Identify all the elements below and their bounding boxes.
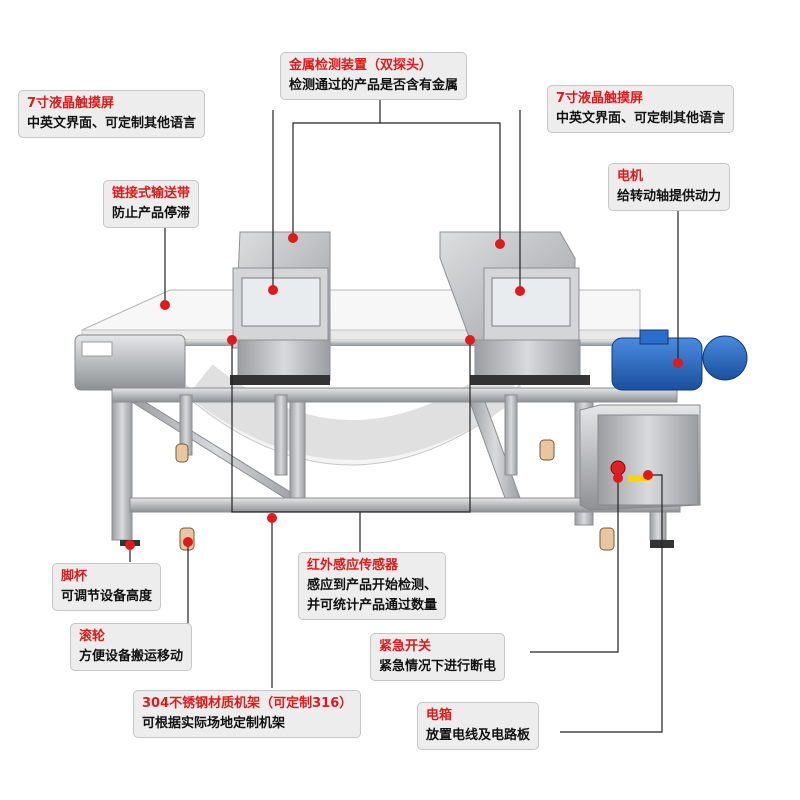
side-guard-left: [74, 334, 186, 391]
callout-motor-desc: 给转动轴提供动力: [617, 189, 722, 204]
callout-detector-title: 金属检测装置（双探头）: [289, 58, 433, 73]
callout-foot: 脚杯 可调节设备高度: [52, 563, 162, 611]
callout-wheel-desc: 方便设备搬运移动: [79, 649, 184, 664]
callout-motor: 电机 给转动轴提供动力: [608, 163, 731, 211]
callout-foot-title: 脚杯: [61, 569, 88, 584]
callout-conveyor-title: 链接式输送带: [112, 186, 191, 201]
callout-ir-sensor: 红外感应传感器 感应到产品开始检测、 并可统计产品通过数量: [298, 552, 447, 620]
callout-wheel-title: 滚轮: [79, 629, 106, 644]
callout-frame-desc: 可根据实际场地定制机架: [142, 716, 286, 731]
callout-ir-sensor-title: 红外感应传感器: [307, 558, 399, 573]
callout-electric-box: 电箱 放置电线及电路板: [417, 702, 540, 750]
callout-screen-right-desc: 中英文界面、可定制其他语言: [556, 111, 726, 126]
callout-screen-left: 7寸液晶触摸屏 中英文界面、可定制其他语言: [18, 90, 206, 138]
callout-conveyor-desc: 防止产品停滞: [112, 206, 191, 221]
callout-markers: [125, 233, 683, 550]
motor: [611, 329, 748, 391]
callout-motor-title: 电机: [617, 169, 644, 184]
callout-frame: 304不锈钢材质机架（可定制316） 可根据实际场地定制机架: [133, 690, 362, 738]
callout-screen-right-title: 7寸液晶触摸屏: [556, 91, 644, 106]
callout-conveyor: 链接式输送带 防止产品停滞: [103, 180, 200, 228]
callout-screen-left-desc: 中英文界面、可定制其他语言: [27, 116, 197, 131]
detector-head-right: [439, 231, 590, 385]
callout-electric-box-desc: 放置电线及电路板: [426, 728, 531, 743]
leader-lines: [129, 97, 679, 733]
callout-wheel: 滚轮 方便设备搬运移动: [70, 623, 193, 671]
callout-frame-title: 304不锈钢材质机架（可定制316）: [142, 696, 353, 711]
callout-detector-desc: 检测通过的产品是否含有金属: [289, 78, 459, 93]
callout-emergency-desc: 紧急情况下进行断电: [379, 659, 497, 674]
callout-emergency: 紧急开关 紧急情况下进行断电: [370, 633, 506, 681]
callout-emergency-title: 紧急开关: [379, 639, 432, 654]
electric-box: [579, 404, 701, 511]
callout-screen-left-title: 7寸液晶触摸屏: [27, 96, 115, 111]
callout-ir-sensor-desc2: 并可统计产品通过数量: [307, 598, 438, 613]
adjustable-feet: [120, 540, 674, 548]
callout-ir-sensor-desc: 感应到产品开始检测、: [307, 578, 438, 593]
callout-screen-right: 7寸液晶触摸屏 中英文界面、可定制其他语言: [547, 85, 735, 133]
callout-foot-desc: 可调节设备高度: [61, 589, 153, 604]
callout-electric-box-title: 电箱: [426, 708, 453, 723]
callout-detector: 金属检测装置（双探头） 检测通过的产品是否含有金属: [280, 52, 468, 100]
detector-head-left: [230, 231, 331, 385]
